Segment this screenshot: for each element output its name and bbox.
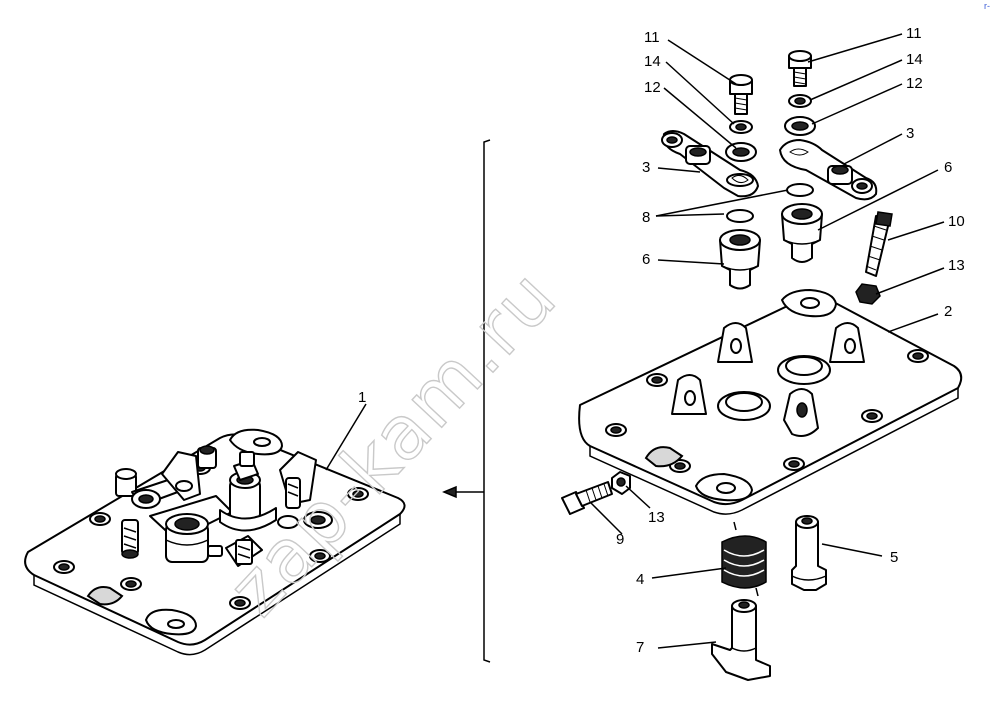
callout-1: 1 — [358, 389, 366, 406]
group-bracket — [483, 139, 491, 663]
fastener-stack-right — [784, 50, 816, 136]
assembled-upper-parts — [115, 445, 333, 567]
valve-body-right — [781, 203, 823, 263]
callout-labels: 1 2 3 3 4 5 6 6 7 8 9 10 11 11 12 12 13 … — [358, 25, 965, 656]
pin — [791, 515, 827, 591]
callout-12-left: 12 — [644, 79, 661, 96]
callout-11-right: 11 — [906, 25, 922, 42]
callout-2: 2 — [944, 303, 952, 320]
assembly-arrow — [442, 485, 484, 499]
o-ring-left — [726, 209, 754, 223]
lever-left — [661, 130, 759, 198]
assembled-valve-plate — [24, 428, 406, 656]
o-ring-right — [786, 183, 814, 197]
callout-12-right: 12 — [906, 75, 923, 92]
valve-plate — [578, 289, 963, 515]
leader-lines — [325, 33, 945, 649]
bolt — [561, 481, 613, 515]
callout-3-left: 3 — [642, 159, 650, 176]
lock-nut-lower — [611, 471, 631, 495]
pushrod — [711, 599, 771, 681]
callout-13-upper: 13 — [948, 257, 965, 274]
fastener-stack-left — [725, 74, 757, 162]
callout-6-left: 6 — [642, 251, 650, 268]
callout-14-left: 14 — [644, 53, 661, 70]
valve-plate-bolt-holes — [605, 349, 929, 473]
callout-10: 10 — [948, 213, 965, 230]
lock-nut-upper — [855, 283, 881, 305]
callout-9: 9 — [616, 531, 624, 548]
corner-mark: r- — [984, 1, 990, 11]
spring — [721, 521, 767, 597]
plate-bolt-holes — [53, 461, 369, 610]
valve-body-left — [719, 229, 761, 290]
lever-right — [779, 139, 878, 201]
callout-5: 5 — [890, 549, 898, 566]
callout-6-right: 6 — [944, 159, 952, 176]
callout-11-left: 11 — [644, 29, 660, 46]
callout-13-lower: 13 — [648, 509, 665, 526]
adjusting-screw — [865, 211, 893, 277]
callout-4: 4 — [636, 571, 644, 588]
callout-14-right: 14 — [906, 51, 923, 68]
callout-8: 8 — [642, 209, 650, 226]
callout-3-right: 3 — [906, 125, 914, 142]
callout-7: 7 — [636, 639, 644, 656]
